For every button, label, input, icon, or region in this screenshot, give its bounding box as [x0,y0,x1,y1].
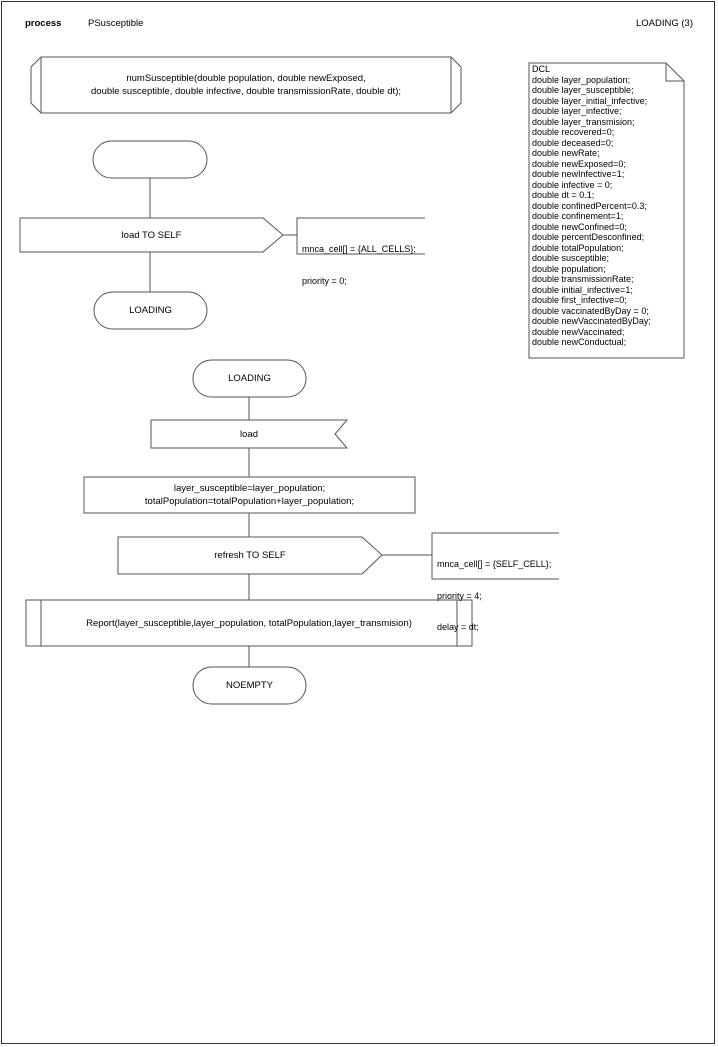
input-load-label: load [240,429,258,440]
dcl-line: double susceptible; [532,253,610,263]
dcl-line: double layer_initial_infective; [532,95,648,106]
dcl-line: double recovered=0; [532,127,615,137]
dcl-line: double layer_susceptible; [532,85,634,95]
start-symbol[interactable] [92,140,208,179]
input-load-shape[interactable] [150,419,349,449]
output-refresh-shape[interactable] [117,536,383,575]
dcl-line: double vaccinatedByDay = 0; [532,305,649,316]
dcl-line: double layer_population; [532,74,631,85]
dcl-line: double newVaccinatedByDay; [532,316,651,326]
dcl-text-symbol[interactable] [528,62,685,359]
output-load-label: load TO SELF [121,230,182,241]
dcl-line: double initial_infective=1; [532,284,633,295]
dcl-line: double layer_infective; [532,106,622,116]
output-load-shape[interactable] [19,217,284,253]
process-name: PSusceptible [88,18,144,29]
output-refresh-note-line-1: mnca_cell[] = {SELF_CELL}; [437,559,552,569]
dcl-line: double newVaccinated; [532,326,625,337]
dcl-line: double layer_transmision; [532,116,635,127]
procedure-heading: numSusceptible(double population, double… [31,72,461,98]
dcl-line: double newRate; [532,148,600,158]
procedure-heading-line-1: numSusceptible(double population, double… [126,73,366,84]
dcl-line: double infective = 0; [532,179,613,190]
task-line-1: layer_susceptible=layer_population; [173,483,326,494]
dcl-line: double confinedPercent=0.3; [532,200,647,211]
dcl-line: DCL [532,64,551,74]
dcl-line: double dt = 0.1; [532,190,595,200]
state-loading-symbol[interactable] [93,291,208,330]
dcl-line: double percentDesconfined; [532,232,645,242]
dcl-line: double first_infective=0; [532,295,627,305]
output-load-note-line-2: priority = 0; [302,275,347,286]
dcl-line: double deceased=0; [532,137,614,148]
output-refresh-note-line-3: delay = dt; [437,622,479,632]
task-text: layer_susceptible=layer_population; tota… [84,482,415,508]
output-load-note: mnca_cell[] = {ALL_CELLS}; priority = 0; [302,223,416,297]
state-noempty-symbol[interactable] [192,666,307,705]
output-load-note-line-1: mnca_cell[] = {ALL_CELLS}; [302,244,416,254]
dcl-line: double totalPopulation; [532,242,624,253]
dcl-line: double newConfined=0; [532,221,627,232]
process-keyword: process [25,18,62,29]
output-refresh-label: refresh TO SELF [214,550,286,561]
procedure-call-label: Report(layer_susceptible,layer_populatio… [86,618,412,629]
dcl-line: double population; [532,263,606,274]
dcl-line: double transmissionRate; [532,274,634,284]
dcl-line: double confinement=1; [532,211,624,221]
dcl-line: double newInfective=1; [532,169,625,179]
output-refresh-note-line-2: priority = 4; [437,590,482,601]
state-noempty-label: NOEMPTY [226,680,273,691]
state-loading-label: LOADING [129,305,172,316]
procedure-heading-line-2: double susceptible, double infective, do… [91,86,401,97]
output-refresh-note: mnca_cell[] = {SELF_CELL}; priority = 4;… [437,538,551,643]
dcl-line: double newConductual; [532,337,627,347]
state-loading-2-label: LOADING [228,373,271,384]
page-label: LOADING (3) [635,18,693,29]
dcl-line: double newExposed=0; [532,158,626,169]
task-line-2: totalPopulation=totalPopulation+layer_po… [144,496,355,507]
